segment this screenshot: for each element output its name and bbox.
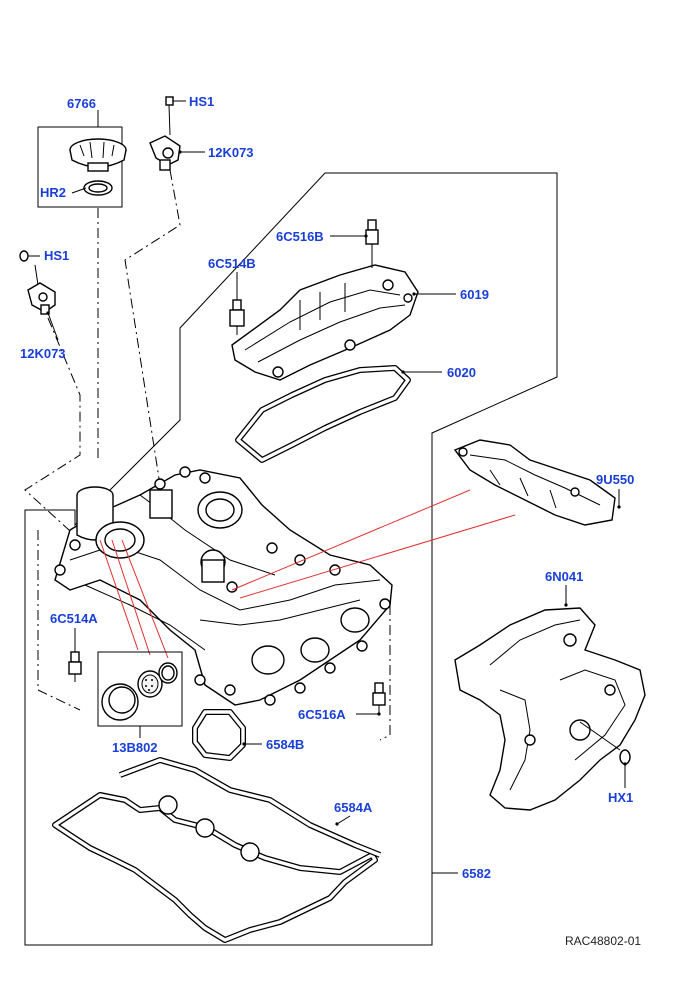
- label-13b802: 13B802: [112, 740, 158, 755]
- label-6n041: 6N041: [545, 569, 583, 584]
- cover-gasket-6584a: [52, 757, 382, 943]
- label-12k073-top: 12K073: [208, 145, 254, 160]
- seal-6584b: [192, 709, 246, 761]
- reference-code: RAC48802-01: [565, 934, 641, 948]
- label-6c514a: 6C514A: [50, 611, 98, 626]
- camshaft-sensor-left: [19, 250, 56, 315]
- filler-cap-box: [37, 126, 123, 208]
- oil-filler-cap: [69, 138, 127, 196]
- label-6c516b: 6C516B: [276, 229, 324, 244]
- label-6582: 6582: [462, 866, 491, 881]
- label-6c516a: 6C516A: [298, 707, 346, 722]
- sensor-6c516a: [372, 682, 386, 714]
- heat-shield-6n041: [454, 607, 646, 811]
- oil-separator-cover: [231, 264, 419, 381]
- sensor-6c514a: [68, 651, 82, 682]
- sensor-6c514b: [229, 299, 245, 335]
- label-hs1-top: HS1: [189, 94, 214, 109]
- label-6020: 6020: [447, 365, 476, 380]
- label-hr2: HR2: [40, 185, 66, 200]
- heat-shield-9u550: [453, 439, 616, 526]
- label-9u550: 9U550: [596, 472, 634, 487]
- frame-outline: [24, 172, 558, 946]
- label-hs1-left: HS1: [44, 248, 69, 263]
- cover-gasket-6020: [235, 365, 411, 463]
- label-12k073-left: 12K073: [20, 346, 66, 361]
- label-6c514b: 6C514B: [208, 256, 256, 271]
- fastener-hx1: [619, 749, 631, 765]
- label-6584b: 6584B: [266, 737, 304, 752]
- label-hx1: HX1: [608, 790, 633, 805]
- camshaft-cover: [54, 466, 393, 706]
- label-6766: 6766: [67, 96, 96, 111]
- breather-kit-13b802: [101, 662, 178, 721]
- label-6584a: 6584A: [334, 800, 373, 815]
- sensor-6c516b: [365, 219, 379, 268]
- camshaft-sensor-top: [149, 96, 181, 171]
- label-6019: 6019: [460, 287, 489, 302]
